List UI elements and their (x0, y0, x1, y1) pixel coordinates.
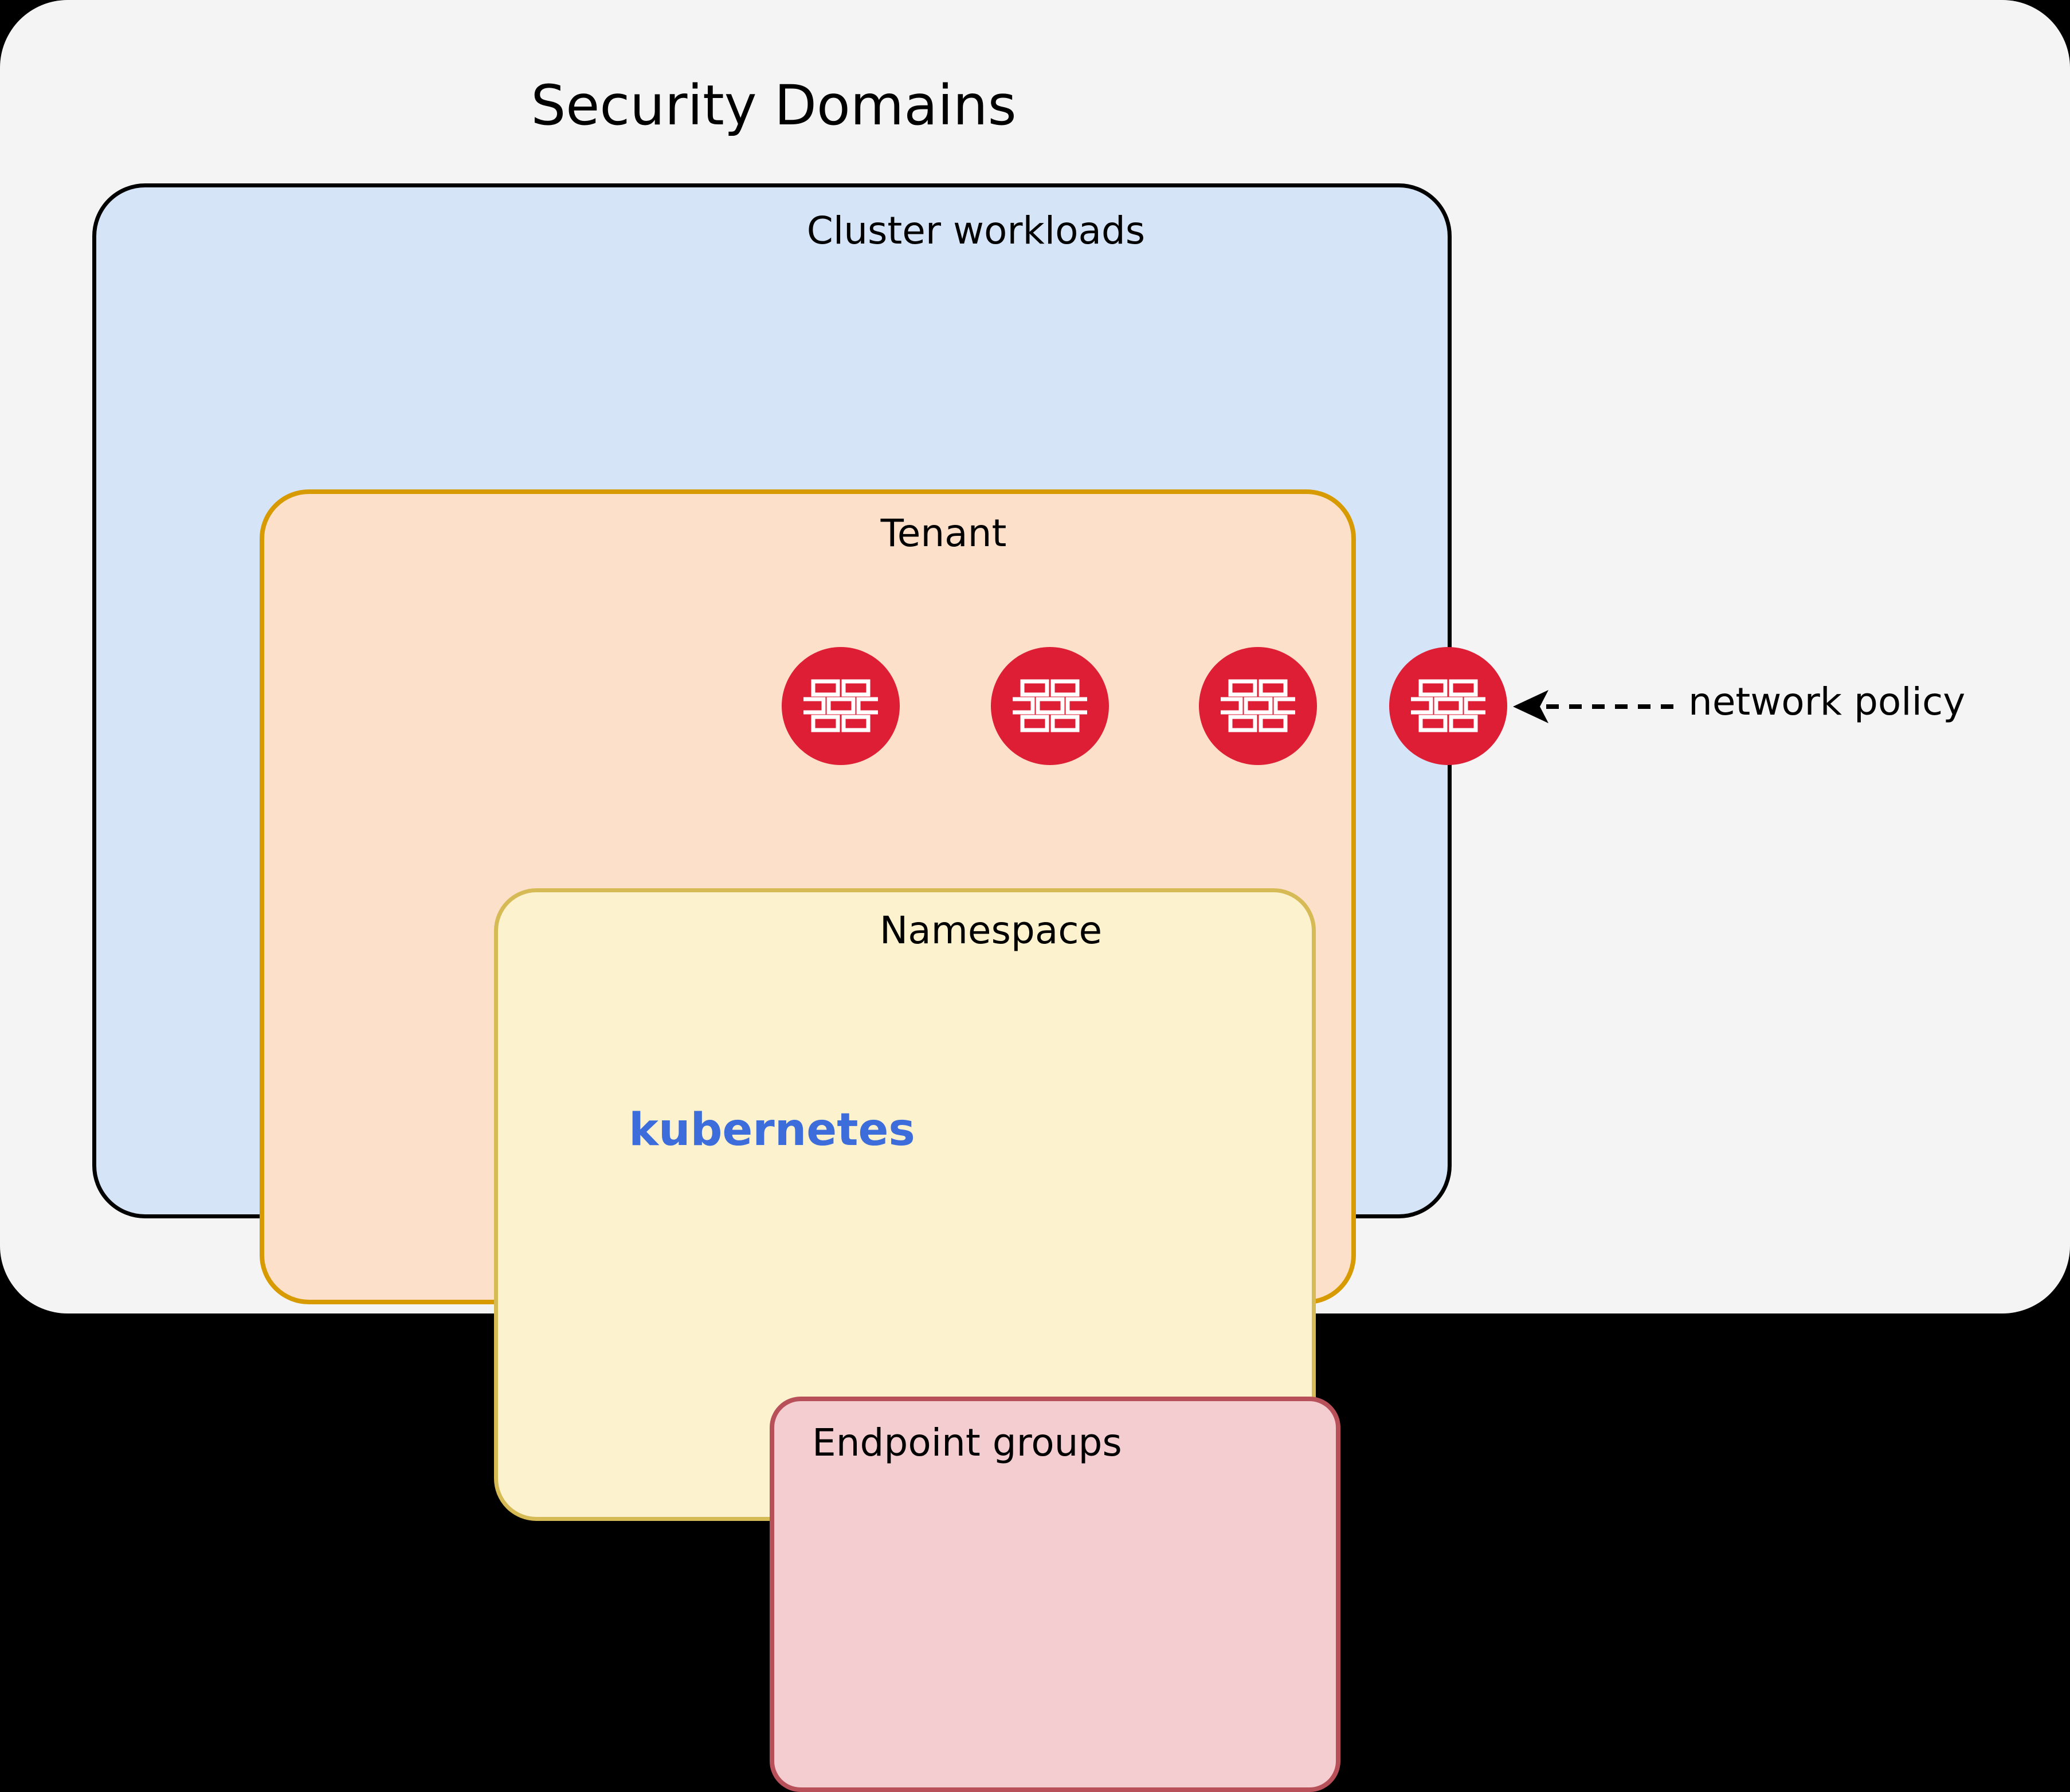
firewall-icon-endpoint-groups-boundary[interactable] (782, 647, 900, 765)
firewall-icon-namespace-boundary[interactable] (991, 647, 1109, 765)
domain-box-tenant[interactable]: Tenant Namespace Endpoint groups (260, 489, 1356, 1792)
domain-label-cluster-workloads: Cluster workloads (806, 209, 1146, 253)
domain-box-namespace[interactable]: Namespace Endpoint groups (494, 888, 1340, 1792)
firewall-icon-tenant-boundary[interactable] (1199, 647, 1317, 765)
domain-box-endpoint-groups[interactable]: Endpoint groups (770, 1397, 1340, 1792)
firewall-icon-cluster-boundary[interactable] (1389, 647, 1507, 765)
domain-label-endpoint-groups: Endpoint groups (812, 1421, 1122, 1465)
kubernetes-wordmark: kubernetes (629, 1104, 915, 1156)
domain-label-namespace: Namespace (879, 908, 1103, 952)
page-title: Security Domains (531, 73, 1017, 138)
network-policy-annotation-label: network policy (1688, 680, 1966, 724)
domain-label-tenant: Tenant (880, 511, 1007, 555)
network-policy-arrow-icon (1513, 690, 1673, 723)
